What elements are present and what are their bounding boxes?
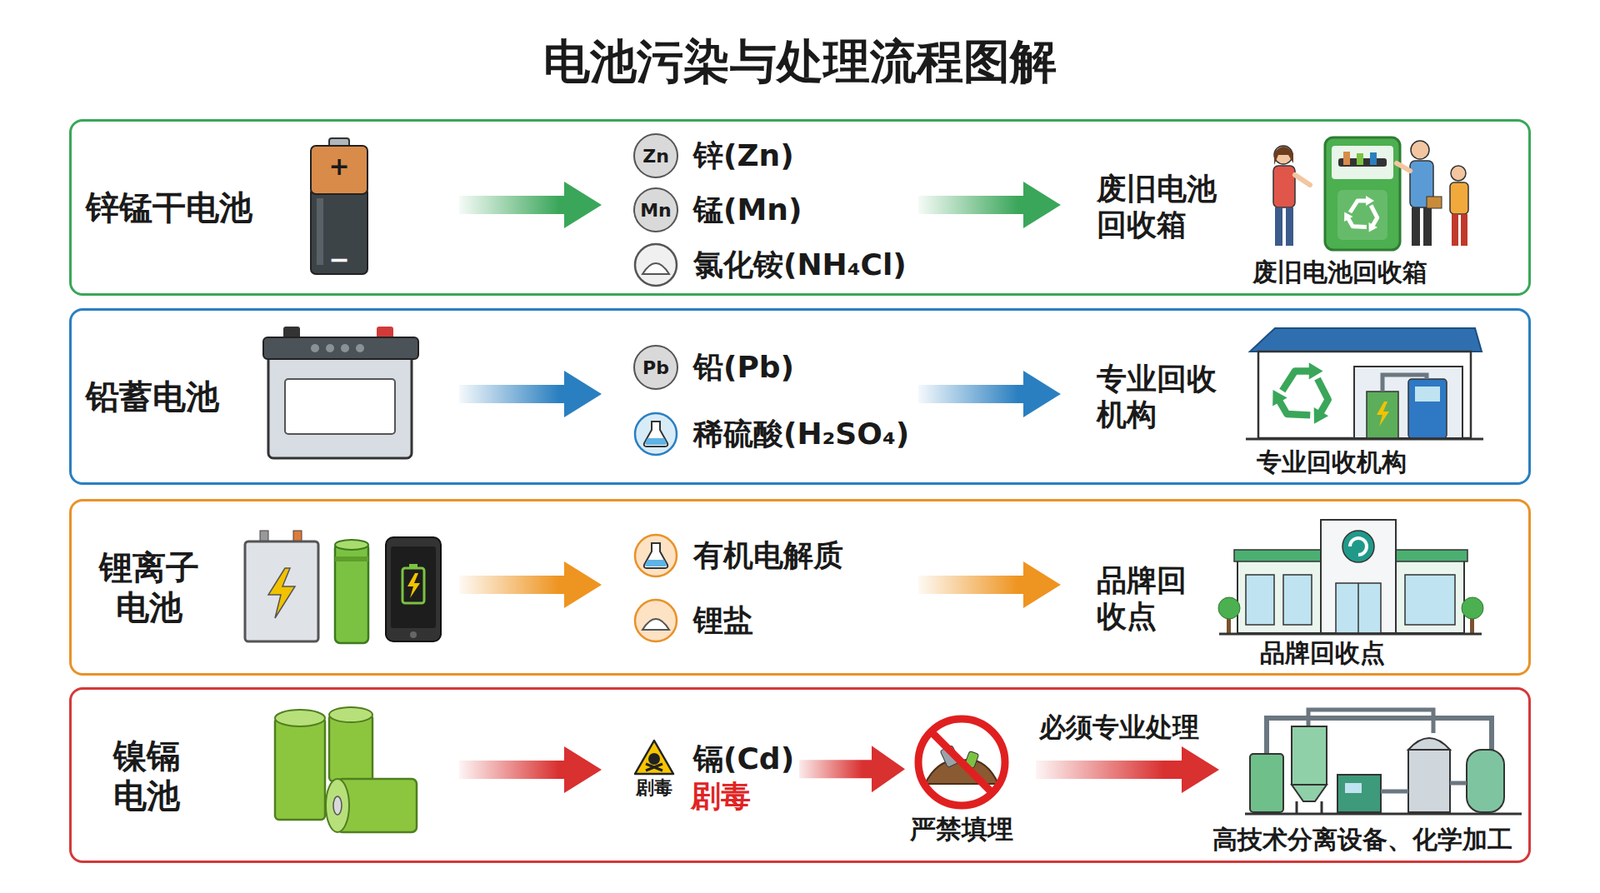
element-circle: Mn xyxy=(633,187,679,233)
pollutant-name: 锂盐 xyxy=(693,602,754,639)
disposal-route: 专业回收 机构 xyxy=(1096,360,1226,433)
arrow-label: 必须专业处理 xyxy=(1039,711,1200,744)
icon-circle xyxy=(635,600,677,642)
battery-type-name: 锌锰干电池 xyxy=(85,187,253,228)
flow-connector xyxy=(799,745,905,793)
flask-liquid xyxy=(645,560,667,567)
warning-triangle xyxy=(633,739,675,776)
lithium-ion-batteries xyxy=(245,530,441,644)
flow-arrow xyxy=(459,181,1220,794)
battery-type-label: 镍镉 电池 xyxy=(110,735,184,816)
connector-arrow xyxy=(799,745,905,793)
ban-caption: 严禁填埋 xyxy=(910,814,1014,845)
battery-type-name: 锂离子 电池 xyxy=(94,547,205,628)
element-symbol: Mn xyxy=(640,200,672,221)
pollutant-name: 稀硫酸(H₂SO₄) xyxy=(693,415,910,452)
pollutant-name: 氯化铵(NH₄Cl) xyxy=(693,246,907,283)
recycling-bin-scene xyxy=(1273,137,1469,250)
powder-icon xyxy=(633,242,679,288)
battery-type-name: 镍镉 电池 xyxy=(110,735,184,816)
icon-circle xyxy=(635,535,677,577)
nickel-cadmium-batteries xyxy=(275,707,417,833)
warning-text: 剧毒 xyxy=(635,777,673,800)
pollutant-name: 铅(Pb) xyxy=(693,349,795,385)
element-circle: Zn xyxy=(633,133,679,179)
illustration-caption: 专业回收机构 xyxy=(1256,447,1407,478)
flask-outline xyxy=(644,543,668,569)
prohibition-sign xyxy=(913,714,1010,811)
prohibition-slash xyxy=(931,732,992,793)
battery-type-label: 锌锰干电池 xyxy=(85,187,253,228)
landfill-ban: 严禁填埋 xyxy=(910,714,1014,845)
battery-type-label: 锂离子 电池 xyxy=(94,547,205,628)
recycling-facility xyxy=(1245,328,1484,440)
pollutant-name: 锌(Zn) xyxy=(693,137,795,174)
element-item: Mn 锰(Mn) xyxy=(633,187,802,233)
terminal-sign: − xyxy=(328,245,350,275)
flask-liquid xyxy=(645,438,667,445)
prohibition-ring xyxy=(918,719,1005,806)
crossbone xyxy=(645,764,663,771)
pollutant-name: 有机电解质 xyxy=(693,537,844,574)
skull xyxy=(648,753,660,765)
element-circle: Pb xyxy=(633,345,679,390)
pollutant-item: 有机电解质 xyxy=(633,533,844,579)
powder-pile xyxy=(642,263,670,275)
diagram-title: 电池污染与处理流程图解 xyxy=(0,33,1600,90)
disposal-route: 废旧电池 回收箱 xyxy=(1096,170,1226,243)
element-symbol: Zn xyxy=(642,145,670,167)
illustration-caption: 品牌回收点 xyxy=(1260,638,1385,669)
brand-collection-point xyxy=(1218,520,1484,635)
pollutant-item: 锂盐 xyxy=(633,598,754,644)
pollutant-item: 氯化铵(NH₄Cl) xyxy=(633,242,907,288)
warning-column: 剧毒 xyxy=(633,739,675,800)
toxicity-warning: 剧毒 xyxy=(690,778,751,815)
pollutant-item: 稀硫酸(H₂SO₄) xyxy=(633,411,910,457)
illustration-caption: 废旧电池回收箱 xyxy=(1252,257,1428,288)
lead-acid-battery xyxy=(263,326,419,459)
powder-icon xyxy=(633,598,679,644)
element-item: Pb 铅(Pb) xyxy=(633,345,795,390)
battery-type-name: 铅蓄电池 xyxy=(85,376,220,417)
terminal-sign: + xyxy=(328,151,350,182)
dry-cell xyxy=(310,138,368,275)
sign-ground xyxy=(918,719,1005,806)
powder-pile xyxy=(642,619,670,630)
flask-icon xyxy=(633,533,679,579)
icon-circle xyxy=(635,244,677,286)
element-symbol: Pb xyxy=(642,357,670,379)
element-item: Zn 锌(Zn) xyxy=(633,133,795,179)
disposal-route: 品牌回 收点 xyxy=(1096,562,1196,635)
illustration-caption: 高技术分离设备、化学加工 xyxy=(1212,825,1513,855)
pollutant-name: 镉(Cd) xyxy=(693,740,795,777)
flask-outline xyxy=(644,421,668,447)
triangle-shape xyxy=(635,740,674,775)
battery-type-label: 铅蓄电池 xyxy=(85,376,220,417)
flask-icon xyxy=(633,411,679,457)
pollutant-name: 锰(Mn) xyxy=(693,191,802,228)
icon-circle xyxy=(635,413,677,455)
crossbone xyxy=(645,764,663,771)
separation-plant xyxy=(1245,710,1522,815)
